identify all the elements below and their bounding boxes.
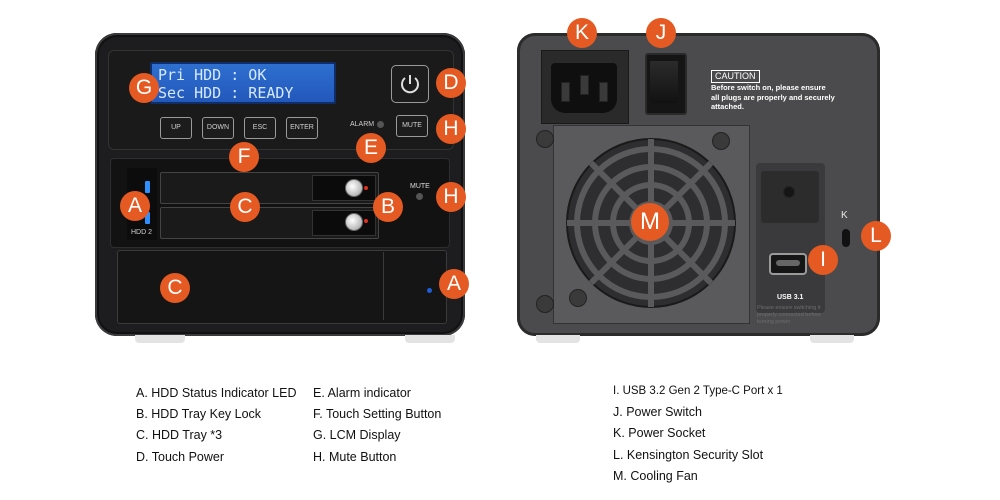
legend-item-k: K. Power Socket	[613, 426, 706, 441]
legend-item-h: H. Mute Button	[313, 449, 397, 464]
legend-item-j: J. Power Switch	[613, 405, 702, 420]
legend-column-1: A. HDD Status Indicator LED B. HDD Tray …	[136, 383, 296, 468]
legend-item-d: D. Touch Power	[136, 449, 225, 464]
lcm-line-2: Sec HDD : READY	[158, 84, 294, 102]
legend-item-g: G. LCM Display	[313, 428, 401, 443]
caution-title: CAUTION	[711, 70, 760, 83]
tray-2-handle[interactable]	[312, 210, 376, 236]
callout-e: E	[356, 133, 386, 163]
back-foot-right	[810, 335, 854, 343]
hdd1-status-led	[145, 181, 150, 193]
power-switch[interactable]	[650, 61, 678, 103]
callout-d: D	[436, 68, 466, 98]
esc-button[interactable]: ESC	[244, 117, 276, 139]
screw-icon	[536, 130, 554, 148]
down-button[interactable]: DOWN	[202, 117, 234, 139]
legend-item-a: A. HDD Status Indicator LED	[136, 386, 297, 400]
callout-h-top: H	[436, 114, 466, 144]
tray-3-divider	[383, 252, 384, 320]
legend-item-c: C. HDD Tray *3	[136, 428, 223, 443]
legend-item-m: M. Cooling Fan	[613, 468, 698, 483]
kensington-icon: K	[841, 210, 848, 221]
callout-f: F	[229, 142, 259, 172]
callout-c-tray: C	[230, 192, 260, 222]
hdd2-status-led	[145, 212, 150, 224]
back-foot-left	[536, 335, 580, 343]
power-icon	[401, 75, 419, 94]
legend-item-i: I. USB 3.2 Gen 2 Type-C Port x 1	[613, 385, 783, 397]
legend-item-b: B. HDD Tray Key Lock	[136, 407, 262, 422]
screw-icon	[569, 289, 587, 307]
kensington-slot[interactable]	[842, 229, 850, 247]
front-foot-left	[135, 335, 185, 343]
callout-m: M	[631, 203, 669, 241]
callout-h-tray: H	[436, 182, 466, 212]
callout-k: K	[567, 18, 597, 48]
tray-2-key-lock[interactable]	[345, 213, 363, 231]
callout-l: L	[861, 221, 891, 251]
usb-label: USB 3.1	[777, 294, 804, 301]
tray-mute-led	[416, 193, 423, 200]
callout-a-bottom: A	[439, 269, 469, 299]
callout-i: I	[808, 245, 838, 275]
socket-pin-center	[580, 75, 589, 95]
callout-c-bottom: C	[160, 273, 190, 303]
tray-3-status-led	[427, 288, 432, 293]
callout-a-tray: A	[120, 191, 150, 221]
front-foot-right	[405, 335, 455, 343]
hdd2-label: HDD 2	[131, 229, 153, 236]
tray-1-key-lock[interactable]	[345, 179, 363, 197]
tray-mute-label: MUTE	[410, 183, 430, 190]
legend-item-l: L. Kensington Security Slot	[613, 447, 764, 462]
mute-button[interactable]: MUTE	[396, 115, 428, 137]
legend-item-f: F. Touch Setting Button	[313, 407, 442, 422]
alarm-label: ALARM	[350, 121, 375, 128]
callout-b: B	[373, 192, 403, 222]
legend-column-3: I. USB 3.2 Gen 2 Type-C Port x 1 J. Powe…	[613, 381, 783, 487]
socket-pin-left	[561, 82, 570, 102]
tray-2-red-indicator	[364, 219, 368, 223]
port-note: Please ensure switching it properly conn…	[757, 305, 821, 325]
callout-j: J	[646, 18, 676, 48]
legend-item-e: E. Alarm indicator	[313, 386, 411, 400]
screw-icon	[712, 132, 730, 150]
socket-pin-right	[599, 82, 608, 102]
usb-c-port-inner	[776, 260, 800, 266]
caution-text: Before switch on, please ensure all plug…	[711, 83, 835, 111]
up-button[interactable]: UP	[160, 117, 192, 139]
touch-power-button[interactable]	[391, 65, 429, 103]
screw-icon	[536, 295, 554, 313]
callout-g: G	[129, 73, 159, 103]
enter-button[interactable]: ENTER	[286, 117, 318, 139]
screw-icon	[783, 186, 795, 198]
alarm-indicator-led	[377, 121, 384, 128]
lcm-line-1: Pri HDD : OK	[158, 66, 267, 84]
tray-1-red-indicator	[364, 186, 368, 190]
legend-column-2: E. Alarm indicator F. Touch Setting Butt…	[313, 383, 441, 468]
